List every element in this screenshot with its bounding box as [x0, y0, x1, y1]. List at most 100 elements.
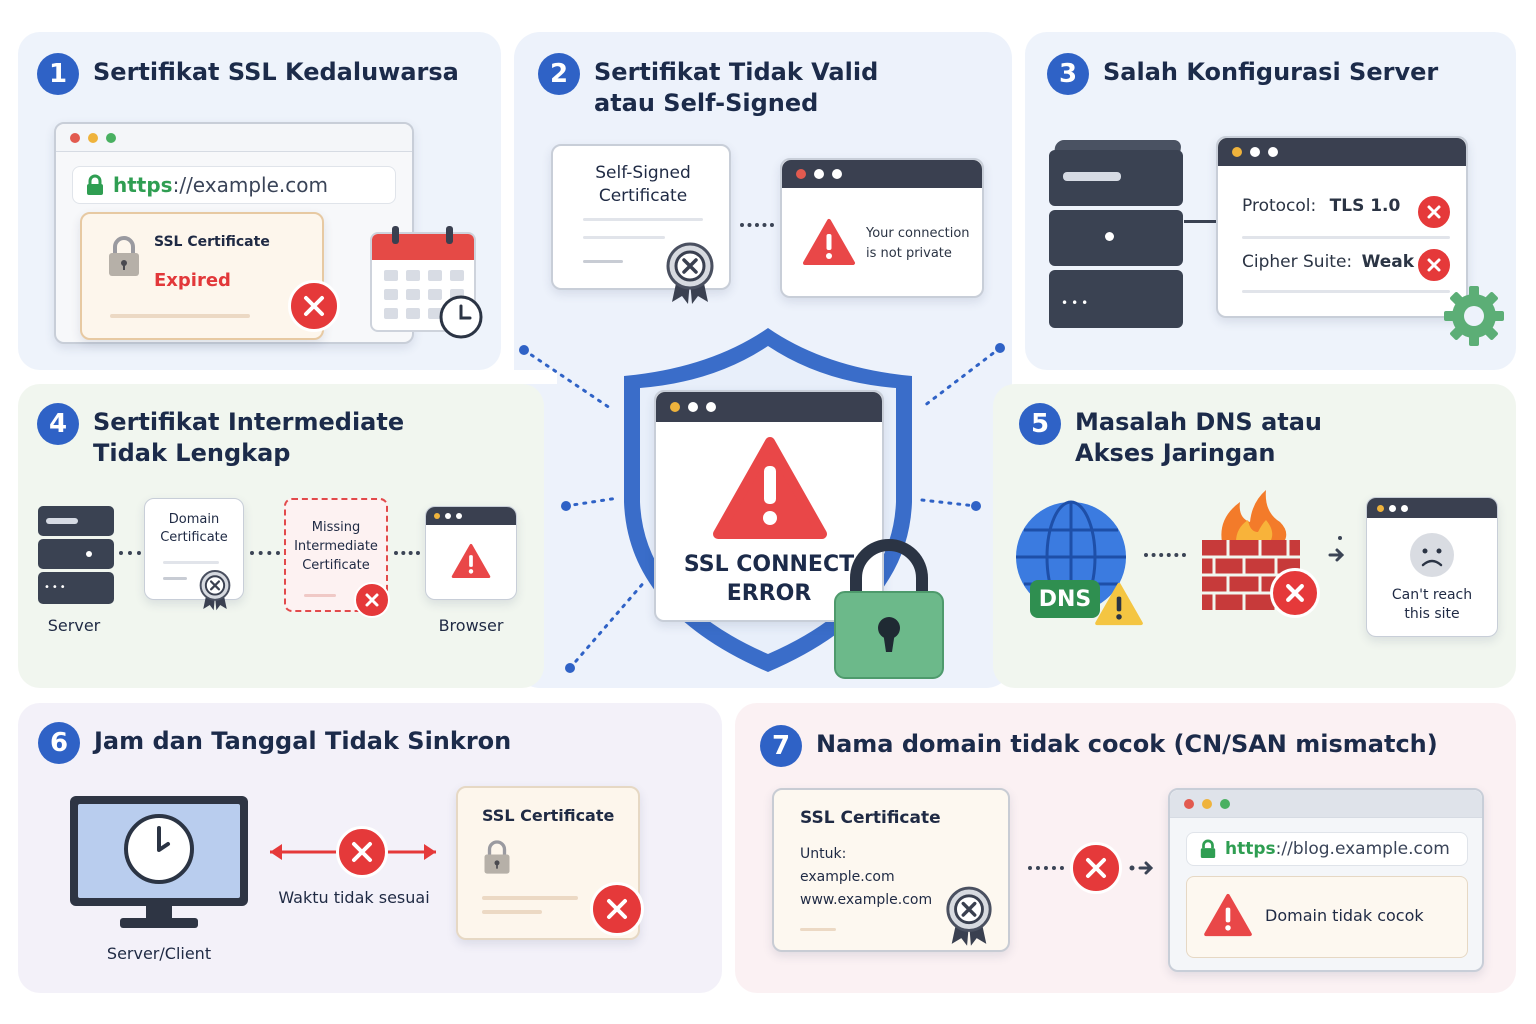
cert-label: SSL Certificate [800, 808, 941, 828]
browser-titlebar [56, 124, 412, 152]
panel-1-header: 1 Sertifikat SSL Kedaluwarsa [37, 53, 459, 95]
browser-titlebar [782, 160, 982, 188]
cert-line [583, 236, 665, 239]
missing-intermediate-card: Missing Intermediate Certificate [284, 498, 388, 612]
step-number: 2 [538, 53, 580, 95]
center-connectors [519, 343, 1005, 673]
error-x-icon [1416, 194, 1452, 230]
rejected-seal-icon [199, 570, 231, 611]
cert-line [163, 561, 219, 564]
expired-cert-card: SSL Certificate Expired [80, 212, 324, 340]
cert-line [482, 896, 578, 900]
config-value: Weak [1361, 252, 1415, 272]
center-error-title: SSL CONNECT ERROR [683, 552, 855, 606]
sad-face-icon [1410, 533, 1454, 577]
panel-title: Jam dan Tanggal Tidak Sinkron [94, 727, 512, 755]
time-mismatch-label: Waktu tidak sesuai [278, 888, 430, 907]
row-divider [1242, 236, 1450, 239]
padlock-icon [109, 236, 139, 276]
panel-title: Salah Konfigurasi Server [1103, 58, 1439, 86]
cert-label: SSL Certificate [482, 806, 615, 825]
error-x-icon [288, 280, 340, 332]
cert-domain: example.com [800, 869, 895, 885]
browser-window [425, 506, 517, 600]
url-rest: ://blog.example.com [1275, 839, 1450, 859]
config-row-cipher: Cipher Suite: Weak [1242, 252, 1414, 272]
cert-line [583, 260, 623, 263]
cant-reach-text: Can't reach this site [1391, 587, 1473, 622]
connector-dots [1144, 553, 1186, 557]
cant-reach-window: Can't reach this site [1366, 497, 1498, 637]
server-label: Server [47, 616, 101, 635]
lock-icon [87, 174, 103, 195]
cert-label: Self-Signed Certificate [595, 163, 691, 206]
warning-triangle-icon [803, 219, 855, 265]
expired-status: Expired [154, 270, 231, 291]
cert-label: SSL Certificate [154, 234, 270, 250]
error-browser-window: SSL CONNECT ERROR [654, 390, 884, 622]
ssl-cert-card: SSL Certificate Untuk: example.com www.e… [772, 788, 1010, 952]
gear-icon [1444, 286, 1504, 346]
step-number: 3 [1047, 53, 1089, 95]
panel-3-header: 3 Salah Konfigurasi Server [1047, 53, 1438, 95]
connector-dots [740, 223, 774, 227]
panel-7-header: 7 Nama domain tidak cocok (CN/SAN mismat… [760, 725, 1438, 767]
error-x-icon [336, 826, 388, 878]
calendar-ring-right [446, 226, 453, 244]
error-x-icon [1416, 247, 1452, 283]
panel-title: Sertifikat Intermediate Tidak Lengkap [93, 408, 405, 467]
panel-title: Nama domain tidak cocok (CN/SAN mismatch… [816, 730, 1438, 758]
clock-icon [124, 814, 194, 884]
connector-dots [394, 551, 420, 555]
url-scheme: https [1225, 839, 1276, 859]
cert-line [110, 314, 250, 318]
config-value: TLS 1.0 [1329, 196, 1401, 216]
address-bar[interactable]: https://example.com [72, 166, 396, 204]
cert-line [163, 577, 187, 580]
clock-icon [439, 295, 483, 339]
cert-line [800, 928, 836, 931]
warning-triangle-icon [1204, 893, 1252, 937]
cert-label: Domain Certificate [160, 512, 228, 545]
missing-label: Missing Intermediate Certificate [294, 520, 378, 573]
step-number: 5 [1019, 403, 1061, 445]
domain-error-text: Domain tidak cocok [1265, 906, 1424, 925]
config-key: Protocol: [1242, 196, 1317, 216]
warning-triangle-icon [451, 543, 491, 579]
browser-titlebar [426, 507, 516, 525]
panel-6-header: 6 Jam dan Tanggal Tidak Sinkron [38, 722, 511, 764]
cert-line [304, 594, 336, 597]
cert-line [583, 218, 703, 221]
step-number: 6 [38, 722, 80, 764]
address-bar[interactable]: https://blog.example.com [1186, 832, 1468, 866]
browser-warning-window: Your connection is not private [780, 158, 984, 298]
cert-domain: www.example.com [800, 892, 933, 908]
url-rest: ://example.com [172, 173, 328, 197]
browser-titlebar [1218, 138, 1466, 166]
device-label: Server/Client [106, 944, 212, 963]
calendar-ring-left [392, 226, 399, 244]
arrow-icon [1328, 536, 1345, 562]
rejected-seal-icon [946, 886, 992, 946]
browser-titlebar [1367, 498, 1497, 518]
cert-line [482, 910, 542, 914]
warning-triangle-icon [713, 437, 827, 539]
config-key: Cipher Suite: [1242, 252, 1353, 272]
padlock-icon [834, 539, 944, 679]
padlock-icon [484, 840, 510, 874]
center-gap-left [501, 370, 557, 384]
error-x-icon [590, 882, 644, 936]
warning-triangle-icon [1095, 582, 1143, 626]
panel-2-header: 2 Sertifikat Tidak Valid atau Self-Signe… [538, 53, 878, 119]
browser-titlebar [1170, 790, 1482, 818]
connector-line [1184, 220, 1218, 223]
panel-title: Masalah DNS atau Akses Jaringan [1075, 408, 1323, 467]
rejected-seal-icon [666, 242, 714, 304]
browser-label: Browser [438, 616, 504, 635]
browser-titlebar [656, 392, 882, 422]
lock-icon [1200, 839, 1216, 858]
url-scheme: https [113, 173, 173, 197]
browser-window: https://blog.example.com Domain tidak co… [1168, 788, 1484, 972]
step-number: 1 [37, 53, 79, 95]
panel-4-header: 4 Sertifikat Intermediate Tidak Lengkap [37, 403, 404, 469]
